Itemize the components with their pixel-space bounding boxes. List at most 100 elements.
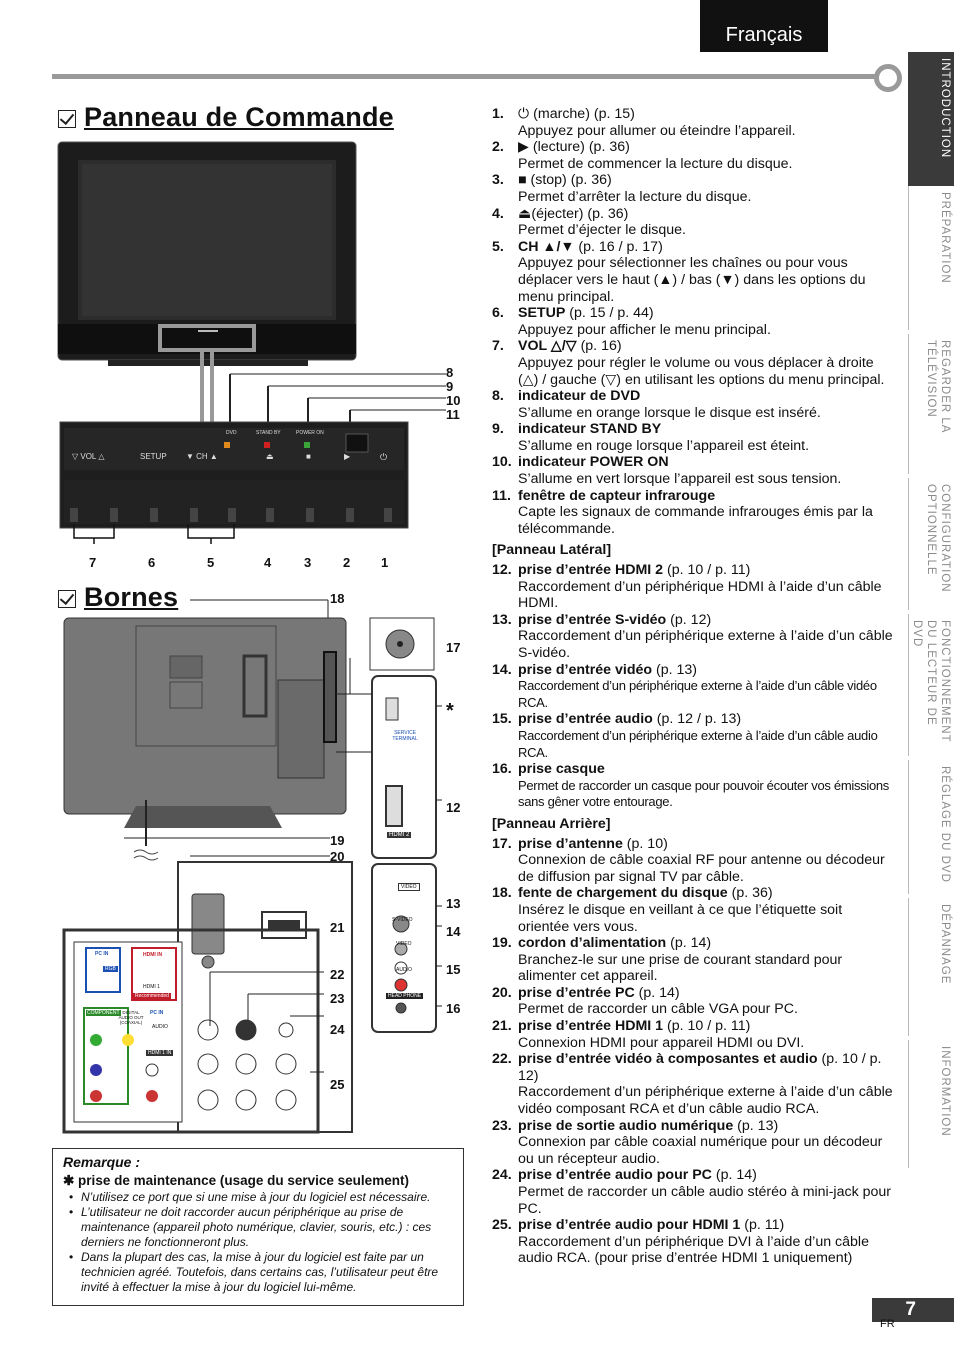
item-title-bold: prise d’entrée audio [518, 711, 653, 728]
item-number: 7. [492, 338, 504, 355]
hdmi1-label: HDMI 1 [143, 984, 160, 990]
vol-button-label: ▽ VOL △ [72, 452, 105, 461]
pcin-label: PC IN [95, 951, 109, 957]
side-tab[interactable]: INFORMATION [908, 1040, 954, 1168]
callout: 15 [446, 962, 461, 977]
item-title: prise d’entrée audio pour HDMI 1 (p. 11) [518, 1217, 897, 1234]
item-title-bold: fenêtre de capteur infrarouge [518, 487, 716, 504]
callout: 16 [446, 1001, 461, 1016]
callout: 14 [446, 924, 461, 939]
item-title-ref: (p. 16 / p. 17) [574, 238, 663, 255]
service-terminal-label: SERVICE TERMINAL [392, 730, 418, 742]
item-title-bold: prise d’entrée vidéo à composantes et au… [518, 1051, 818, 1068]
item-entry: 2.▶ (lecture) (p. 36)Permet de commencer… [492, 139, 897, 172]
poweron-indicator-label: POWER ON [296, 430, 324, 436]
item-entry: 23.prise de sortie audio numérique (p. 1… [492, 1118, 897, 1168]
item-title-ref: (p. 15 / p. 44) [565, 305, 654, 322]
item-title: indicateur POWER ON [518, 454, 897, 471]
item-title: prise d’entrée audio (p. 12 / p. 13) [518, 711, 897, 728]
dvd-indicator-label: DVD [226, 430, 237, 436]
audio2-label: AUDIO [152, 1024, 168, 1030]
item-description: Permet d’arrêter la lecture du disque. [518, 188, 752, 205]
power-icon: ⏻ [380, 452, 388, 462]
item-title-bold: prise d’antenne [518, 835, 623, 852]
side-tab[interactable]: INTRODUCTION [908, 52, 954, 186]
item-title-ref: (p. 13) [652, 661, 697, 678]
item-number: 4. [492, 205, 504, 222]
vol-label: VOL [80, 452, 97, 461]
item-entry: 24.prise d’entrée audio pour PC (p. 14)P… [492, 1167, 897, 1217]
item-description: Raccordement d’un périphérique externe à… [518, 727, 878, 760]
section-control-title: Panneau de Commande [84, 102, 394, 132]
video-header-label: VIDEO [398, 883, 420, 891]
rear-panel-illustration [62, 599, 442, 1134]
side-tab[interactable]: DÉPANNAGE [908, 898, 954, 1036]
remark-list: N’utilisez ce port que si une mise à jou… [63, 1190, 453, 1295]
item-title: VOL △/▽ (p. 16) [518, 338, 897, 355]
item-title-bold: prise d’entrée HDMI 2 [518, 562, 664, 579]
setup-button-label: SETUP [140, 452, 167, 461]
item-title: prise de sortie audio numérique (p. 13) [518, 1118, 897, 1135]
item-title-bold: prise casque [518, 761, 605, 778]
side-tab[interactable]: FONCTIONNEMENT DU LECTEUR DE DVD [908, 614, 954, 756]
item-description: Raccordement d’un périphérique DVI à l’a… [518, 1233, 869, 1267]
rgb-label: RGB [103, 966, 118, 972]
item-descriptions: 1.⏻ (marche) (p. 15)Appuyez pour allumer… [492, 106, 897, 1267]
item-description: Appuyez pour sélectionner les chaînes ou… [518, 255, 866, 305]
item-entry: 21.prise d’entrée HDMI 1 (p. 10 / p. 11)… [492, 1018, 897, 1051]
side-tab[interactable]: REGARDER LA TÉLÉVISION [908, 334, 954, 474]
item-entry: 22. prise d’entrée vidéo à composantes et… [492, 1051, 897, 1117]
item-title-ref: (p. 12 / p. 13) [652, 711, 742, 728]
callout: 7 [89, 555, 97, 570]
item-description: Connexion HDMI pour appareil HDMI ou DVI… [518, 1034, 805, 1051]
panel-subheading: [Panneau Latéral] [492, 542, 612, 559]
item-title-bold: CH ▲/▼ [518, 238, 575, 255]
item-number: 13. [492, 611, 512, 628]
callout: 21 [330, 920, 345, 935]
item-title-ref: (p. 14) [711, 1167, 757, 1184]
callout: 4 [264, 555, 272, 570]
callout: 10 [446, 393, 461, 408]
item-entry: 19.cordon d’alimentation (p. 14)Branchez… [492, 935, 897, 985]
item-title: prise d’entrée PC (p. 14) [518, 985, 897, 1002]
item-description: Permet de raccorder un casque pour pouvo… [518, 777, 889, 810]
side-tab[interactable]: CONFIGURATION OPTIONNELLE [908, 478, 954, 610]
item-number: 2. [492, 139, 504, 156]
item-number: 19. [492, 935, 512, 952]
item-title: prise d’entrée vidéo à composantes et au… [518, 1051, 897, 1084]
item-title-ref: (p. 10) [622, 835, 668, 852]
item-number: 11. [492, 487, 511, 504]
item-title: SETUP (p. 15 / p. 44) [518, 305, 897, 322]
standby-indicator-label: STAND BY [256, 430, 281, 436]
item-title-bold: SETUP [518, 305, 566, 322]
component-label: COMPONENT [86, 1010, 121, 1016]
callout: 11 [446, 407, 460, 422]
item-number: 17. [492, 835, 512, 852]
item-title-bold: VOL △/▽ [518, 338, 577, 355]
item-title: prise d’entrée HDMI 2 (p. 10 / p. 11) [518, 562, 897, 579]
item-title-ref: (p. 14) [666, 935, 712, 952]
item-title: indicateur de DVD [518, 388, 897, 405]
item-number: 22. [492, 1051, 512, 1068]
remark-bullet: Dans la plupart des cas, la mise à jour … [69, 1250, 453, 1295]
item-entry: 5.CH ▲/▼ (p. 16 / p. 17)Appuyez pour sél… [492, 239, 897, 305]
item-title-ref: (p. 14) [634, 984, 680, 1001]
item-entry: 18.fente de chargement du disque (p. 36)… [492, 885, 897, 935]
callout: 22 [330, 967, 345, 982]
item-title: prise d’entrée S-vidéo (p. 12) [518, 612, 897, 629]
item-title: prise d’entrée audio pour PC (p. 14) [518, 1167, 897, 1184]
side-tab[interactable]: PRÉPARATION [908, 186, 954, 330]
item-number: 25. [492, 1217, 512, 1234]
item-title: prise casque [518, 761, 897, 778]
item-title-bold: cordon d’alimentation [518, 935, 667, 952]
item-entry: 6.SETUP (p. 15 / p. 44)Appuyez pour affi… [492, 305, 897, 338]
item-number: 18. [492, 885, 512, 902]
item-title: ⏻ (marche) (p. 15) [518, 106, 897, 123]
remark-bullet: N’utilisez ce port que si une mise à jou… [69, 1190, 453, 1205]
side-tab[interactable]: RÉGLAGE DU DVD [908, 760, 954, 894]
item-title-bold: prise d’entrée audio pour HDMI 1 [518, 1217, 741, 1234]
item-title-bold: indicateur de DVD [518, 388, 641, 405]
item-title: prise d’entrée vidéo (p. 13) [518, 662, 897, 679]
